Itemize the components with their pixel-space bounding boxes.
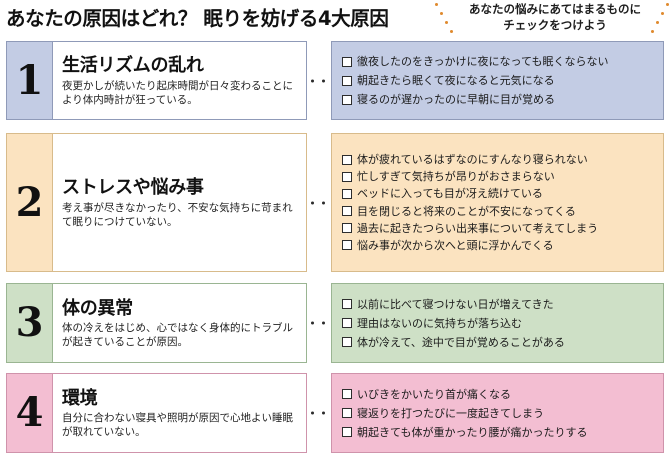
cause-number-box: 1 [7,42,53,119]
cause-text-block: 体の異常体の冷えをはじめ、心ではなく身体的にトラブルが起きていることが原因。 [53,284,306,362]
cause-number-box: 4 [7,374,53,452]
checkbox-icon[interactable] [342,188,352,199]
checklist-item[interactable]: 理由はないのに気持ちが落ち込む [342,317,655,330]
connector-dot [311,411,314,415]
checkbox-icon[interactable] [342,427,352,437]
page-title: あなたの原因はどれ？ 眠りを妨げる4大原因 [6,7,389,30]
connector-dot [322,201,326,204]
checklist-item[interactable]: 目を閉じると将来のことが不安になってくる [342,205,655,218]
checklist-item[interactable]: 寝返りを打つたびに一度起きてしまう [342,407,655,420]
checkbox-icon[interactable] [342,408,352,418]
checklist-item[interactable]: 朝起きたら眠くて夜になると元気になる [342,74,655,87]
checklist-item[interactable]: 悩み事が次から次へと頭に浮かんでくる [342,239,655,252]
connector-dot [311,79,314,82]
cause-description: 夜更かしが続いたり起床時間が日々変わることにより体内時計が狂っている。 [62,79,293,106]
checklist-item-label: 忙しすぎて気持ちが昂りがおさまらない [357,170,555,184]
cause-text-block: 環境自分に合わない寝具や照明が原因で心地よい睡眠が取れていない。 [53,374,306,452]
checklist-item[interactable]: 体が疲れているはずなのにすんなり寝られない [342,153,655,166]
checkbox-icon[interactable] [342,318,352,328]
connector-dot [322,321,326,325]
checklist-item-label: 目を閉じると将来のことが不安になってくる [357,204,576,218]
checkbox-icon[interactable] [342,389,352,399]
cause-number: 3 [15,299,44,346]
checkbox-icon[interactable] [342,206,352,217]
cause-description: 体の冷えをはじめ、心ではなく身体的にトラブルが起きていることが原因。 [62,322,293,349]
checkbox-icon[interactable] [342,223,352,234]
cause-number: 4 [15,389,44,436]
checklist-item-label: 朝起きたら眠くて夜になると元気になる [357,74,555,87]
checklist-item-label: 理由はないのに気持ちが落ち込む [357,316,522,330]
checklist-item-label: 寝返りを打つたびに一度起きてしまう [357,406,544,420]
cause-text-block: 生活リズムの乱れ夜更かしが続いたり起床時間が日々変わることにより体内時計が狂って… [53,42,306,119]
checklist-item[interactable]: 体が冷えて、途中で目が覚めることがある [342,336,655,349]
checkbox-icon[interactable] [342,171,352,182]
checkbox-icon[interactable] [342,94,352,105]
cause-description: 自分に合わない寝具や照明が原因で心地よい睡眠が取れていない。 [62,412,293,439]
cause-number: 1 [15,56,44,104]
checklist-item-label: 以前に比べて寝つけない日が増えてきた [357,297,554,311]
checkbox-icon[interactable] [342,56,352,67]
checklist-item-label: いびきをかいたり首が痛くなる [357,387,511,401]
checklist-panel-4: いびきをかいたり首が痛くなる寝返りを打つたびに一度起きてしまう朝起きても体が重か… [331,373,664,453]
checklist-item[interactable]: 朝起きても体が重かったり腰が痛かったりする [342,426,655,439]
header: あなたの原因はどれ？ 眠りを妨げる4大原因 あなたの悩みにあてはまるものに チェ… [0,0,670,38]
checklist-item-label: 体が疲れているはずなのにすんなり寝られない [357,153,588,167]
checklist-item-label: 体が冷えて、途中で目が覚めることがある [357,335,565,349]
instruction-line-2: チェックをつけよう [503,18,607,32]
cause-number-box: 3 [7,284,53,362]
checklist-item[interactable]: ベッドに入っても目が冴え続けている [342,187,655,200]
checklist-item[interactable]: いびきをかいたり首が痛くなる [342,388,655,401]
cause-number-box: 2 [7,134,53,271]
connector-dot [322,79,326,82]
connector-dot [311,321,314,325]
checkbox-icon[interactable] [342,337,352,347]
checklist-item-label: 過去に起きたつらい出来事について考えてしまう [357,221,599,235]
checkbox-icon[interactable] [342,299,352,309]
checklist-item-label: ベッドに入っても目が冴え続けている [357,187,543,201]
checklist-item-label: 徹夜したのをきっかけに夜になっても眠くならない [357,55,609,68]
cause-description: 考え事が尽きなかったり、不安な気持ちに苛まれて眠りにつけていない。 [62,201,293,228]
cause-title: 体の異常 [62,297,133,319]
cause-title: ストレスや悩み事 [62,177,204,199]
checklist-item-label: 寝るのが遅かったのに早朝に目が覚める [357,93,555,106]
checklist-panel-1: 徹夜したのをきっかけに夜になっても眠くならない朝起きたら眠くて夜になると元気にな… [331,41,664,120]
checklist-item[interactable]: 忙しすぎて気持ちが昂りがおさまらない [342,170,655,183]
checklist-item[interactable]: 寝るのが遅かったのに早朝に目が覚める [342,93,655,106]
instruction-line-1: あなたの悩みにあてはまるものに [468,2,642,16]
cause-number: 2 [15,178,44,226]
checkbox-icon[interactable] [342,154,352,165]
connector-dot [322,411,326,415]
checklist-panel-3: 以前に比べて寝つけない日が増えてきた理由はないのに気持ちが落ち込む体が冷えて、途… [331,283,664,363]
cause-title: 環境 [62,387,98,409]
checklist-item[interactable]: 徹夜したのをきっかけに夜になっても眠くならない [342,55,655,68]
checklist-item[interactable]: 以前に比べて寝つけない日が増えてきた [342,298,655,311]
checklist-panel-2: 体が疲れているはずなのにすんなり寝られない忙しすぎて気持ちが昂りがおさまらないベ… [331,133,664,272]
connector-dot [311,201,314,204]
checklist-item-label: 朝起きても体が重かったり腰が痛かったりする [357,425,588,439]
checkbox-icon[interactable] [342,75,352,86]
checklist-item[interactable]: 過去に起きたつらい出来事について考えてしまう [342,222,655,235]
checklist-item-label: 悩み事が次から次へと頭に浮かんでくる [357,238,554,252]
cause-title: 生活リズムの乱れ [62,55,204,77]
cause-text-block: ストレスや悩み事考え事が尽きなかったり、不安な気持ちに苛まれて眠りにつけていない… [53,134,306,271]
checkbox-icon[interactable] [342,240,352,251]
instruction-banner: あなたの悩みにあてはまるものに チェックをつけよう [448,1,662,33]
